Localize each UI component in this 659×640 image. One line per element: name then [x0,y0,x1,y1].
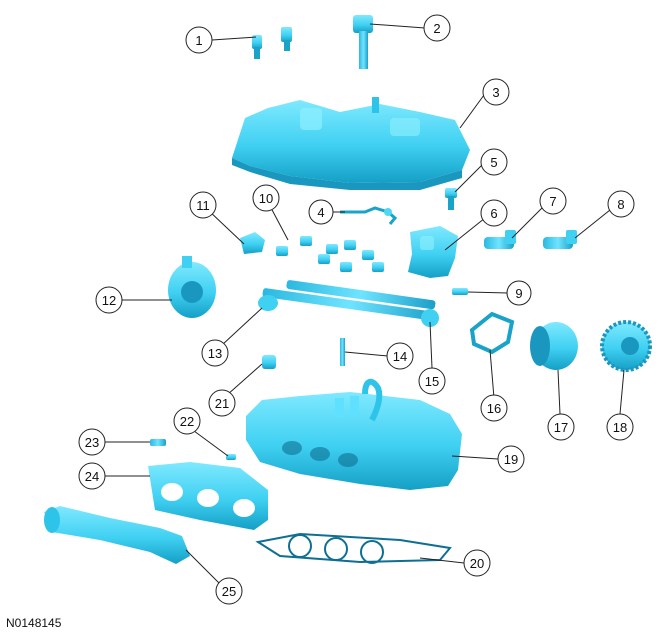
callout-20: 20 [463,549,491,577]
part-20-head-gasket [255,532,452,564]
callout-3-label: 3 [492,85,499,100]
callout-17-label: 17 [554,420,568,435]
part-23-spark-plug [150,439,166,446]
callout-15-label: 15 [425,374,439,389]
callout-13-label: 13 [208,346,222,361]
callout-18: 18 [606,413,634,441]
callout-11-label: 11 [196,198,210,213]
callout-23: 23 [78,428,106,456]
callout-15: 15 [418,367,446,395]
part-6-housing [408,226,458,278]
part-9-bolt [452,288,468,295]
callout-14: 14 [386,342,414,370]
part-22-stud [226,454,236,460]
callout-20-label: 20 [470,556,484,571]
callout-19-label: 19 [504,452,518,467]
callout-8: 8 [607,190,635,218]
part-24-gasket [148,462,268,530]
callout-24: 24 [78,462,106,490]
callout-25: 25 [215,577,243,605]
callout-23-label: 23 [85,435,99,450]
callout-1-label: 1 [195,33,202,48]
callout-9: 9 [506,280,532,306]
callout-8-label: 8 [617,197,624,212]
part-19-cylinder-head [246,378,462,490]
part-13-15-camshafts [258,280,439,327]
callout-16: 16 [480,394,508,422]
part-10-caps [276,236,384,272]
callout-12-label: 12 [102,293,116,308]
callout-2: 2 [423,14,451,42]
leader-lines [104,23,625,587]
callout-3: 3 [482,78,510,106]
part-14-pin [340,338,345,366]
part-4-wiring [340,206,398,225]
part-18-sprocket [600,320,652,372]
callout-2-label: 2 [433,21,440,36]
callout-22-label: 22 [180,414,194,429]
part-17-phaser [530,322,578,370]
callout-19: 19 [497,445,525,473]
callout-5-label: 5 [490,155,497,170]
part-8-solenoid [543,230,577,249]
callout-6-label: 6 [490,206,497,221]
callout-25-label: 25 [222,584,236,599]
callout-12: 12 [95,286,123,314]
callout-17: 17 [547,413,575,441]
callout-6: 6 [480,199,508,227]
part-16-seal [469,311,515,355]
callout-21-label: 21 [215,396,229,411]
part-2-ignition-coil [353,15,373,69]
callout-10: 10 [252,184,280,212]
callout-10-label: 10 [259,191,273,206]
callout-4-label: 4 [317,205,324,220]
callout-18-label: 18 [613,420,627,435]
callout-21: 21 [208,389,236,417]
part-7-solenoid [484,230,516,249]
callout-24-label: 24 [85,469,99,484]
part-11-bracket [240,232,265,254]
callout-1: 1 [185,26,213,54]
callout-5: 5 [480,148,508,176]
part-12-pump [168,256,216,318]
callout-9-label: 9 [515,286,522,301]
figure-reference-code: N0148145 [6,616,62,630]
callout-7-label: 7 [549,194,556,209]
part-3-valve-cover [232,97,470,190]
callout-7: 7 [539,187,567,215]
callout-22: 22 [173,407,201,435]
part-5-sensor [445,188,457,210]
callout-4: 4 [308,199,334,225]
callout-13: 13 [201,339,229,367]
part-1-sensors [252,27,292,59]
callout-11: 11 [189,191,217,219]
callout-16-label: 16 [487,401,501,416]
callout-14-label: 14 [393,349,407,364]
part-21-plug [262,355,276,369]
part-25-exhaust-manifold [44,506,190,564]
